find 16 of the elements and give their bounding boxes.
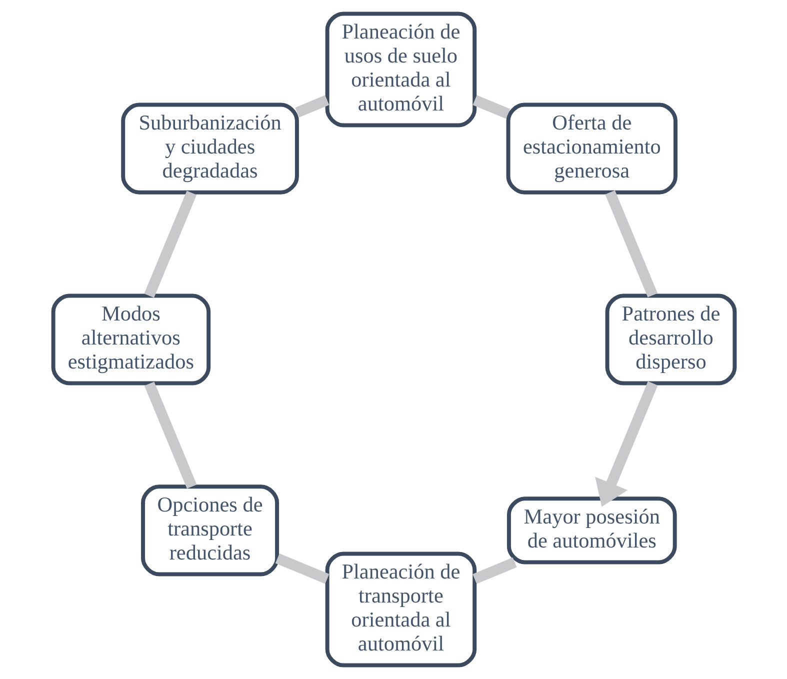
connector	[294, 95, 329, 118]
connector	[274, 553, 329, 584]
arrow	[594, 381, 658, 507]
connector	[144, 190, 196, 298]
node-box: Patrones de desarrollo disperso	[604, 294, 736, 386]
node-box: Suburbanización y ciudades degradadas	[120, 102, 298, 194]
node-box: Opciones de transporte reducidas	[140, 484, 279, 576]
node-box: Planeación de transporte orientada al automóvil	[324, 552, 476, 668]
node-box: Mayor posesión de automóviles	[506, 496, 676, 564]
node-box: Planeación de usos de suelo orientada al automóvil	[324, 12, 476, 128]
connector	[604, 190, 658, 298]
connector	[144, 382, 196, 489]
connector	[472, 557, 516, 584]
node-box: Oferta de estacionamiento generosa	[506, 102, 677, 194]
node-box: Modos alternativos estigmatizados	[50, 294, 210, 386]
connector	[472, 95, 510, 119]
